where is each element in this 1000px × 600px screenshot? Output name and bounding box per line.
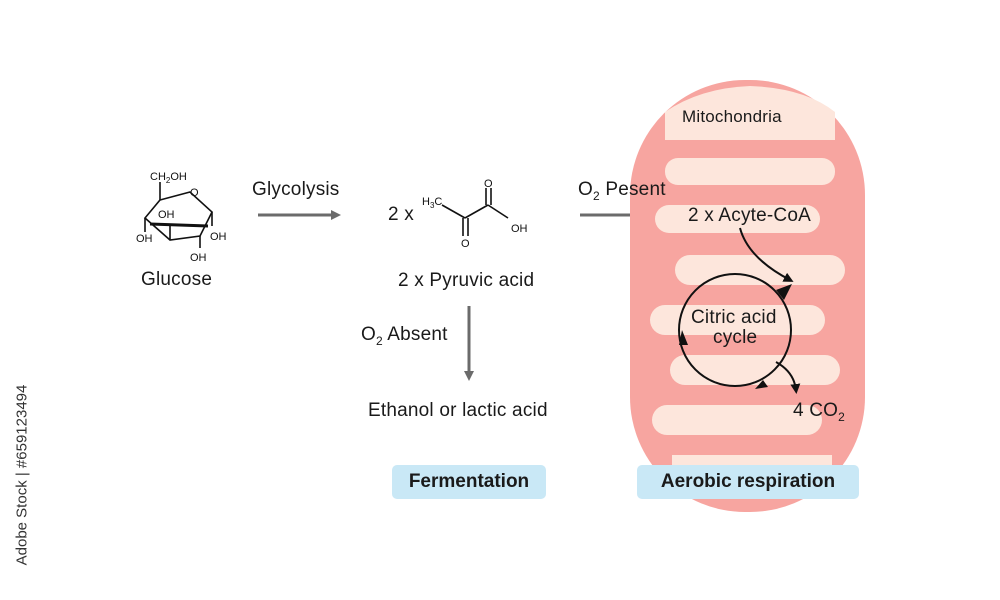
pyruvic-o-bottom: O <box>461 238 470 250</box>
o2-absent-label: O2 Absent <box>361 324 448 348</box>
acetyl-coa-entry-arrow <box>739 227 794 282</box>
glucose-oh-bottom: OH <box>190 252 207 264</box>
pyruvic-h3c: H3C <box>422 196 442 210</box>
cycle-arrowhead-top-right <box>776 284 792 300</box>
stock-watermark: Adobe Stock | #659123494 <box>13 384 31 566</box>
mitochondrion-outer-membrane <box>630 80 865 512</box>
cycle-arrowhead-left <box>679 330 688 345</box>
glucose-ring-o: O <box>190 187 199 199</box>
aerobic-respiration-tag: Aerobic respiration <box>637 465 859 499</box>
cycle-arrowhead-bottom <box>755 380 768 389</box>
citric-cycle-circle <box>678 273 792 387</box>
pyruvic-oh: OH <box>511 223 528 235</box>
fermentation-product-label: Ethanol or lactic acid <box>368 400 548 421</box>
citric-cycle-label-line2: cycle <box>713 327 758 348</box>
glucose-oh-left: OH <box>136 233 153 245</box>
co2-exit-arrow <box>775 361 801 394</box>
acetyl-coa-label: 2 x Acyte-CoA <box>688 205 811 226</box>
pyruvic-acid-label: 2 x Pyruvic acid <box>398 270 535 291</box>
pyruvic-o-top: O <box>484 178 493 190</box>
citric-cycle-label-line1: Citric acid <box>691 307 777 328</box>
glycolysis-label: Glycolysis <box>252 179 340 200</box>
pyruvic-acid-structure <box>441 188 509 236</box>
glucose-structure <box>143 182 213 248</box>
glucose-label: Glucose <box>141 269 213 290</box>
o2-present-label: O2 Pesent <box>578 179 666 203</box>
glucose-ch2oh: CH2OH <box>150 171 187 185</box>
mitochondrion <box>630 80 865 512</box>
pyruvic-multiplier: 2 x <box>388 204 414 225</box>
glucose-oh-right: OH <box>210 231 227 243</box>
mitochondria-label: Mitochondria <box>682 107 782 126</box>
co2-label: 4 CO2 <box>793 400 846 424</box>
fermentation-tag: Fermentation <box>392 465 546 499</box>
glucose-oh-inner: OH <box>158 209 175 221</box>
